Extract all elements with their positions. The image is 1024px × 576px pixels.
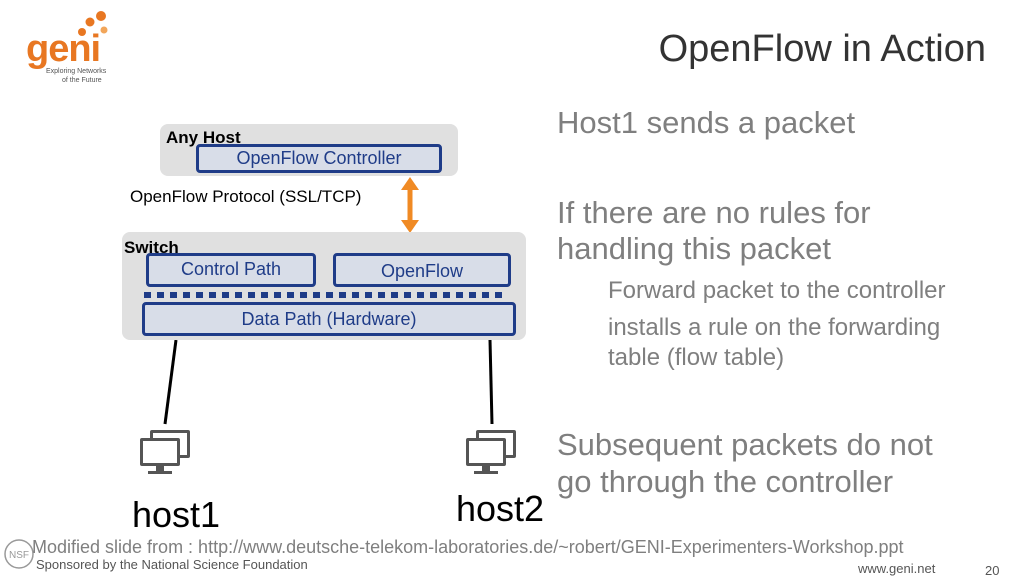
sub-bullet-2-line-1: installs a rule on the forwarding [608,314,941,341]
openflow-box: OpenFlow [333,253,511,287]
bullet-3-line-2: go through the controller [557,464,894,499]
sponsor-text: Sponsored by the National Science Founda… [36,557,308,572]
computer-icon [466,430,516,474]
double-arrow-icon [401,177,419,233]
link-host2 [488,339,494,425]
bullet-3-line-1: Subsequent packets do not [557,427,933,462]
host2-label: host2 [456,488,545,529]
data-path-box: Data Path (Hardware) [142,302,516,336]
logo-word: geni [26,28,101,70]
anyhost-label: Any Host [166,128,241,147]
host1-label: host1 [132,494,221,535]
bullet-2-line-2: handling this packet [557,231,832,266]
logo-tagline-2: of the Future [62,77,102,84]
geni-logo: geni Exploring Networks of the Future [12,6,122,86]
page-number: 20 [985,563,1000,576]
computer-icon [140,430,190,474]
website-text: www.geni.net [858,561,936,576]
control-path-box: Control Path [146,253,316,287]
svg-text:NSF: NSF [9,550,29,561]
logo-tagline-1: Exploring Networks [46,68,107,75]
switch-label: Switch [124,238,179,257]
source-note: Modified slide from : http://www.deutsch… [32,537,904,557]
bullet-1: Host1 sends a packet [557,105,856,140]
openflow-controller-box: OpenFlow Controller [196,144,442,173]
bullet-2-line-1: If there are no rules for [557,195,871,230]
protocol-label: OpenFlow Protocol (SSL/TCP) [130,187,362,206]
link-host1 [163,339,178,425]
dashed-separator [144,292,504,298]
sub-bullet-2-line-2: table (flow table) [608,344,785,371]
logo-dots-icon [78,11,108,36]
sub-bullet-1: Forward packet to the controller [608,277,946,304]
nsf-logo-icon: NSF [4,539,34,569]
slide-title: OpenFlow in Action [658,28,986,70]
